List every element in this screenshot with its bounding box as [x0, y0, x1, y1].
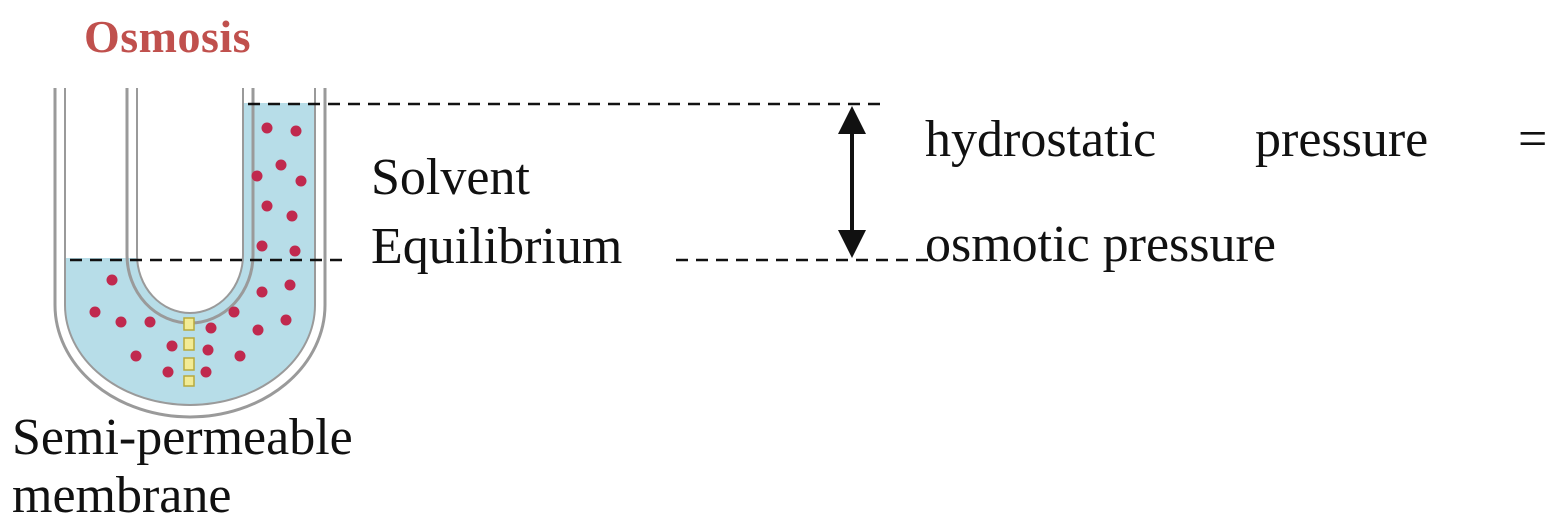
hydrostatic-label: hydrostatic — [925, 111, 1157, 168]
diagram-title: Osmosis — [84, 11, 252, 62]
u-tube-outer-wall — [53, 88, 327, 419]
osmotic-pressure-label: osmotic pressure — [925, 216, 1276, 273]
solvent-label: Solvent — [371, 149, 530, 206]
equilibrium-label: Equilibrium — [371, 218, 623, 275]
membrane-label-line1: Semi-permeable — [12, 409, 353, 466]
u-tube-outer-wall-inner — [64, 88, 316, 406]
semi-permeable-membrane — [183, 317, 195, 387]
pressure-label: pressure — [1255, 111, 1429, 168]
double-headed-arrow-icon — [838, 106, 866, 258]
equals-sign: = — [1518, 111, 1548, 168]
solute-particles — [89, 122, 307, 378]
u-tube-inner-wall — [136, 88, 244, 314]
membrane-label-line2: membrane — [12, 467, 232, 524]
